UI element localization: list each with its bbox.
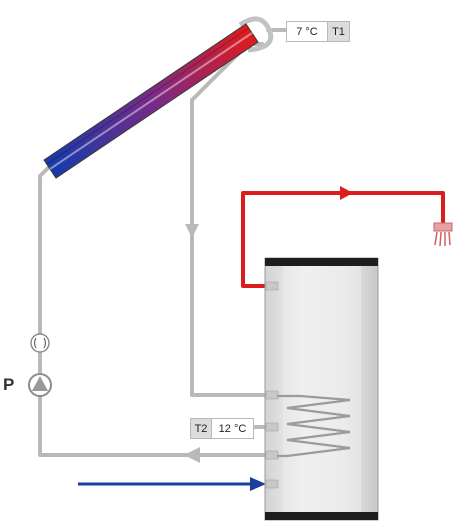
downflow-arrow-icon: [185, 224, 199, 238]
t2-label: T2: [191, 419, 212, 438]
collector-return-pipe: [190, 42, 274, 397]
t2-temperature-readout: T2 12 °C: [190, 418, 254, 439]
pump-icon: [28, 373, 52, 397]
cold-flow-arrow-icon: [250, 477, 266, 491]
heat-exchanger-coil: [277, 394, 351, 458]
flow-meter-icon: [30, 333, 50, 353]
t2-value: 12 °C: [212, 419, 253, 438]
hot-water-pipe: [241, 191, 445, 288]
collector-top-bend: [238, 16, 274, 53]
return-arrow-icon: [184, 447, 200, 463]
t1-temperature-readout: 7 °C T1: [286, 21, 350, 42]
t1-value: 7 °C: [287, 22, 327, 41]
storage-tank-icon: [264, 257, 379, 521]
collector-supply-pipe: [38, 164, 274, 457]
hot-flow-arrow-icon: [340, 186, 353, 200]
pump-label: P: [3, 375, 15, 394]
t1-label: T1: [327, 22, 349, 41]
solar-collector-icon: [43, 23, 259, 179]
shower-head-icon: [433, 222, 453, 247]
